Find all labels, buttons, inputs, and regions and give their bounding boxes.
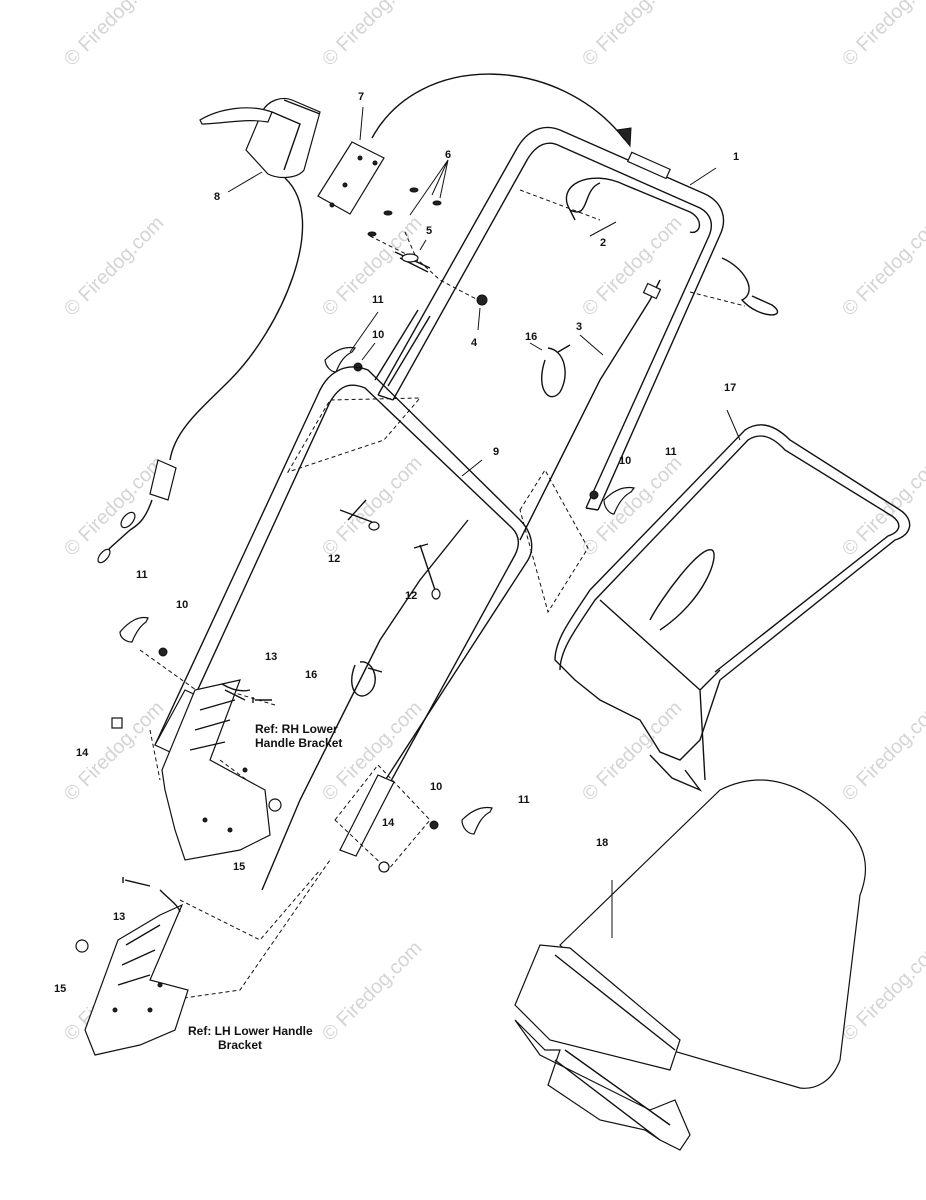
callout-10: 10 (372, 329, 385, 341)
rh-lower-bracket (161, 679, 282, 861)
callout-11: 11 (136, 569, 148, 581)
lh-ref-line1: Ref: LH Lower Handle (188, 1024, 313, 1038)
callout-16: 16 (305, 669, 318, 681)
leader-box (286, 397, 422, 473)
cable-and-clips (261, 279, 662, 891)
hardware-lower (111, 499, 493, 873)
assembly-arrow (371, 73, 632, 148)
callout-10: 10 (430, 781, 443, 793)
callout-11: 11 (665, 446, 677, 458)
callout-13: 13 (265, 651, 278, 663)
upper-handle (374, 126, 725, 511)
rh-ref-line1: Ref: RH Lower (255, 722, 338, 736)
callout-8: 8 (214, 191, 221, 203)
callout-10: 10 (619, 455, 632, 467)
leader-line (519, 189, 601, 221)
callout-12: 12 (405, 590, 418, 602)
callout-11: 11 (518, 794, 530, 806)
callout-5: 5 (426, 225, 433, 237)
leader-line (179, 869, 321, 941)
callout-17: 17 (724, 382, 737, 394)
callout-9: 9 (493, 446, 500, 458)
leader-line (169, 859, 331, 1001)
callout-16: 16 (525, 331, 538, 343)
callout-12: 12 (328, 553, 341, 565)
grass-bag (514, 779, 866, 1151)
bail-control (97, 97, 321, 564)
rh-bracket-reference-label: Ref: RH Lower Handle Bracket (255, 722, 342, 750)
callout-11: 11 (372, 294, 384, 306)
leader-line (404, 231, 419, 263)
callout-14: 14 (382, 817, 395, 829)
callout-7: 7 (358, 91, 365, 103)
callout-1: 1 (733, 151, 740, 163)
hardware-upper (324, 187, 636, 515)
leader-box (519, 469, 589, 614)
callout-14: 14 (76, 747, 89, 759)
lh-ref-line2: Bracket (218, 1038, 263, 1052)
cable-bracket (317, 141, 385, 215)
lh-lower-bracket (75, 877, 189, 1056)
grass-bag-frame (554, 424, 911, 792)
handle-bail (565, 177, 779, 316)
callout-4: 4 (471, 337, 478, 349)
callout-13: 13 (113, 911, 126, 923)
callout-18: 18 (596, 837, 609, 849)
callout-15: 15 (233, 861, 246, 873)
rh-ref-line2: Handle Bracket (255, 736, 343, 750)
callout-6: 6 (445, 149, 452, 161)
callout-3: 3 (576, 321, 583, 333)
callout-15: 15 (54, 983, 67, 995)
callout-10: 10 (176, 599, 189, 611)
leader-line (689, 291, 746, 307)
callout-2: 2 (600, 237, 607, 249)
callout-leaders (227, 106, 741, 938)
lh-bracket-reference-label: Ref: LH Lower Handle Bracket (188, 1024, 313, 1052)
